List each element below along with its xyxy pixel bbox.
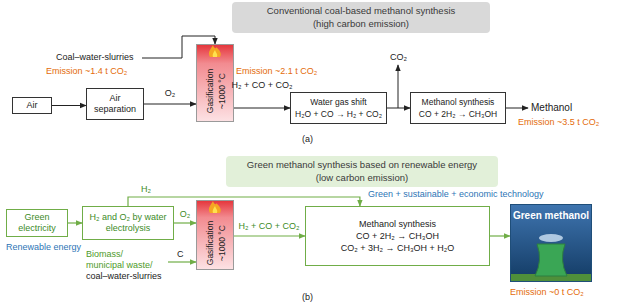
note-label: Green + sustainable + economic technolog…: [368, 189, 544, 200]
feed-label: coal–water-slurries: [86, 271, 162, 282]
connector-arrow: [52, 105, 86, 106]
connector-arrow: [234, 108, 290, 109]
emission-label: Emission ~0 t CO₂: [510, 287, 584, 298]
feed-label: Coal–water-slurries: [56, 52, 134, 63]
gasifier-box: Gasification~1000 °C: [196, 200, 234, 270]
emission-label: Emission ~3.5 t CO₂: [518, 117, 599, 128]
process-box: Water gas shiftH₂O + CO → H₂ + CO₂: [290, 92, 387, 124]
panel-label: (a): [302, 134, 313, 145]
process-box: Green electricity: [6, 209, 68, 237]
rotated-text-group: Gasification~1000 °C: [205, 60, 227, 121]
process-box: Air: [12, 97, 52, 114]
process-box: H₂ and O₂ by water electrolysis: [82, 206, 174, 240]
emission-label: Emission ~1.4 t CO₂: [46, 66, 127, 77]
box-text: Air: [27, 100, 38, 111]
box-text: H₂ and O₂ by water electrolysis: [87, 212, 169, 234]
title-band: Conventional coal-based methanol synthes…: [232, 2, 490, 33]
connector-arrow: [234, 235, 305, 236]
stream-label: C: [177, 249, 184, 260]
stream-label: CO₂: [390, 52, 407, 63]
box-text: (low carbon emission): [316, 172, 408, 184]
vent-arrow: [398, 65, 399, 108]
box-text: Green methanol: [513, 210, 589, 222]
edge-label: O₂: [180, 209, 191, 220]
gasifier-box: Gasification~1000 °C: [196, 44, 234, 122]
equation-text: H₂O + CO → H₂ + CO₂: [295, 109, 382, 120]
flame-core: [213, 50, 218, 57]
process-box: Air separation: [86, 88, 144, 120]
process-box: Methanol synthesisCO + 2H₂ → CH₃OHCO₂ + …: [305, 206, 490, 266]
equation-text: CO + 2H₂ → CH₃OH: [419, 109, 497, 120]
gasifier-fill: [196, 200, 234, 270]
connector-arrow: [387, 108, 410, 109]
product-image-fill: [510, 204, 592, 282]
equation-text: CO + 2H₂ → CH₃OH: [356, 231, 439, 242]
heading-text: Methanol synthesis: [422, 97, 495, 108]
flame-icon: [209, 45, 221, 57]
emission-label: Emission ~2.1 t CO₂: [236, 66, 317, 77]
connector-arrow: [68, 222, 82, 223]
product-label: Methanol: [531, 102, 572, 114]
title-band: Green methanol synthesis based on renewa…: [226, 156, 498, 187]
product-image: Green methanol: [510, 204, 592, 282]
connector-arrow: [144, 104, 196, 105]
gasifier-fill: [196, 44, 234, 122]
heading-text: Water gas shift: [310, 97, 366, 108]
rotated-text-group: Gasification~1000 °C: [205, 216, 227, 269]
box-text: Conventional coal-based methanol synthes…: [267, 5, 456, 17]
box-text: (high carbon emission): [313, 18, 409, 30]
box-text: Air separation: [90, 93, 140, 115]
connector-arrow: [490, 235, 510, 236]
feed-label: Biomass/: [86, 249, 123, 260]
feed-label: municipal waste/: [86, 260, 153, 271]
feed-arrow: [142, 36, 215, 58]
box-text: ~1000 °C: [217, 73, 228, 109]
edge-label: O₂: [165, 88, 176, 99]
heading-text: Methanol synthesis: [359, 219, 436, 230]
edge-label: H₂ + CO + CO₂: [238, 221, 299, 232]
edge-label: H₂ + CO + CO₂: [231, 80, 292, 91]
box-text: Green methanol synthesis based on renewa…: [247, 159, 477, 171]
cooling-tower: [535, 244, 567, 276]
connector-arrow: [128, 197, 360, 206]
box-text: ~1000 °C: [217, 225, 228, 261]
box-text: Gasification: [205, 220, 216, 264]
connector-arrow: [174, 222, 196, 223]
box-text: Gasification: [205, 68, 216, 112]
steam: [539, 234, 563, 242]
flame-core: [213, 206, 218, 213]
feed-arrow: [168, 261, 196, 262]
panel-label: (b): [302, 292, 313, 303]
flame-icon: [209, 201, 221, 213]
equation-text: CO₂ + 3H₂ → CH₃OH + H₂O: [341, 243, 455, 254]
edge-label: H₂: [141, 184, 151, 195]
process-box: Methanol synthesisCO + 2H₂ → CH₃OH: [410, 92, 506, 124]
note-label: Renewable energy: [6, 242, 81, 253]
box-text: Green electricity: [10, 212, 64, 234]
product-arrow: [506, 108, 528, 109]
